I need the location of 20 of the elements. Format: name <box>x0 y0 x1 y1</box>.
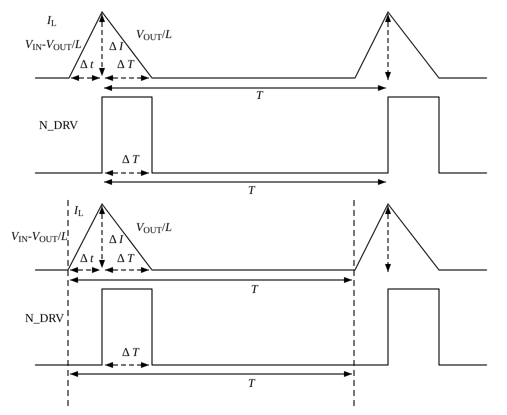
slope-label: V$_{IN}$-V$_{OUT}$/L <box>24 38 83 50</box>
signal-label: I$_{L}$ <box>73 204 84 216</box>
dimension-label: T <box>247 377 256 389</box>
dimension-label: Δ I <box>108 233 124 245</box>
dimension-label: Δ T <box>116 252 135 264</box>
dimension-label: Δ T <box>121 346 140 358</box>
dimension-label: T <box>255 89 264 101</box>
dimension-label: Δ T <box>116 58 135 70</box>
signal-label: I$_{L}$ <box>46 14 58 26</box>
dimension-label: Δ t <box>79 252 94 264</box>
signal-label: N_DRV <box>38 119 80 131</box>
dimension-label: Δ t <box>79 58 94 70</box>
dimension-label: Δ I <box>108 40 124 52</box>
signal-label: N_DRV <box>24 312 66 324</box>
slope-label: V$_{OUT}$/L <box>135 221 173 233</box>
dimension-label: Δ T <box>121 153 140 165</box>
dimension-label: T <box>250 283 259 295</box>
dimension-label: T <box>247 184 256 196</box>
slope-label: V$_{IN}$-V$_{OUT}$/L <box>10 230 69 242</box>
slope-label: V$_{OUT}$/L <box>135 28 173 40</box>
